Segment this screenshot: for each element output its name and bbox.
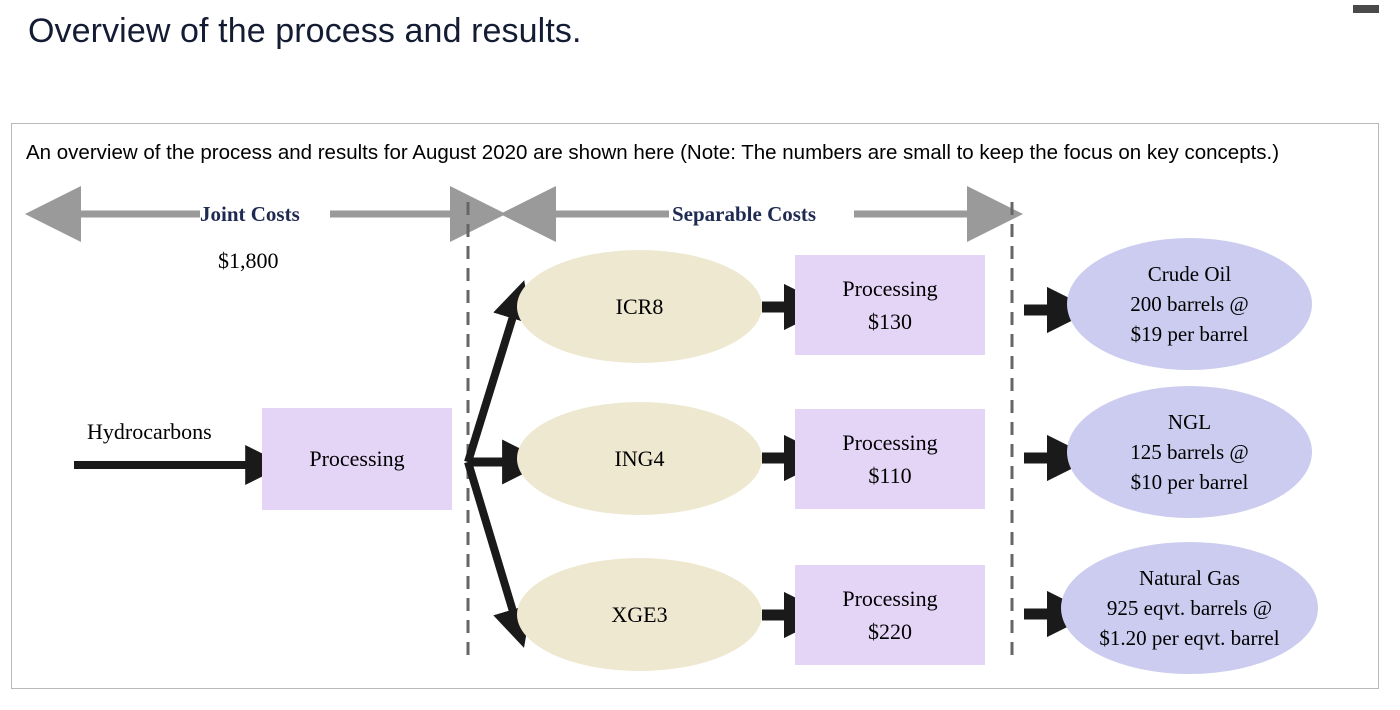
content-panel: An overview of the process and results f… xyxy=(11,123,1379,689)
process-flow-diagram: Joint Costs $1,800 Separable Costs Hydro… xyxy=(12,124,1380,690)
corner-marker-icon xyxy=(1353,5,1379,13)
separable-processing-cost-1: $130 xyxy=(868,309,912,334)
band-label-joint-costs: Joint Costs xyxy=(200,202,300,226)
diagram-vector-layer xyxy=(25,186,1094,664)
product-ngl-quantity: 125 barrels @ xyxy=(1130,440,1249,464)
separable-processing-cost-2: $110 xyxy=(868,463,912,488)
product-natural-gas-price: $1.20 per eqvt. barrel xyxy=(1099,626,1280,650)
product-natural-gas-quantity: 925 eqvt. barrels @ xyxy=(1106,596,1273,620)
separable-processing-label-3: Processing xyxy=(842,586,938,611)
intermediate-ing4-label: ING4 xyxy=(614,445,665,471)
separable-processing-cost-3: $220 xyxy=(868,619,912,644)
intro-paragraph: An overview of the process and results f… xyxy=(26,141,1280,164)
product-crude-oil-quantity: 200 barrels @ xyxy=(1130,292,1249,316)
product-ngl-name: NGL xyxy=(1167,410,1212,434)
intermediate-to-process-arrows xyxy=(762,283,831,639)
intermediate-icr8[interactable]: ICR8 xyxy=(517,250,762,363)
product-crude-oil[interactable]: Crude Oil 200 barrels @ $19 per barrel xyxy=(1067,238,1312,370)
band-label-separable-costs: Separable Costs xyxy=(672,202,817,226)
separable-processing-label-1: Processing xyxy=(842,276,938,301)
product-ngl-price: $10 per barrel xyxy=(1130,470,1249,494)
product-ngl[interactable]: NGL 125 barrels @ $10 per barrel xyxy=(1067,386,1312,518)
separable-processing-box-3[interactable]: Processing $220 xyxy=(795,565,985,665)
intermediate-xge3[interactable]: XGE3 xyxy=(517,558,762,671)
intermediate-ing4[interactable]: ING4 xyxy=(517,402,762,515)
joint-costs-amount: $1,800 xyxy=(218,248,279,273)
product-natural-gas[interactable]: Natural Gas 925 eqvt. barrels @ $1.20 pe… xyxy=(1061,542,1318,674)
separable-processing-label-2: Processing xyxy=(842,430,938,455)
intermediate-xge3-label: XGE3 xyxy=(611,601,668,627)
process-to-product-arrows xyxy=(1024,286,1094,638)
product-natural-gas-name: Natural Gas xyxy=(1139,566,1240,590)
intermediate-icr8-label: ICR8 xyxy=(615,293,664,319)
page-title: Overview of the process and results. xyxy=(28,12,582,50)
input-label-hydrocarbons: Hydrocarbons xyxy=(87,419,212,444)
product-crude-oil-name: Crude Oil xyxy=(1147,262,1232,286)
separable-processing-box-1[interactable]: Processing $130 xyxy=(795,255,985,355)
joint-processing-box[interactable]: Processing xyxy=(262,408,452,510)
split-off-arrows xyxy=(464,280,548,648)
product-crude-oil-price: $19 per barrel xyxy=(1130,322,1249,346)
separable-processing-box-2[interactable]: Processing $110 xyxy=(795,409,985,509)
joint-processing-label: Processing xyxy=(309,446,405,471)
